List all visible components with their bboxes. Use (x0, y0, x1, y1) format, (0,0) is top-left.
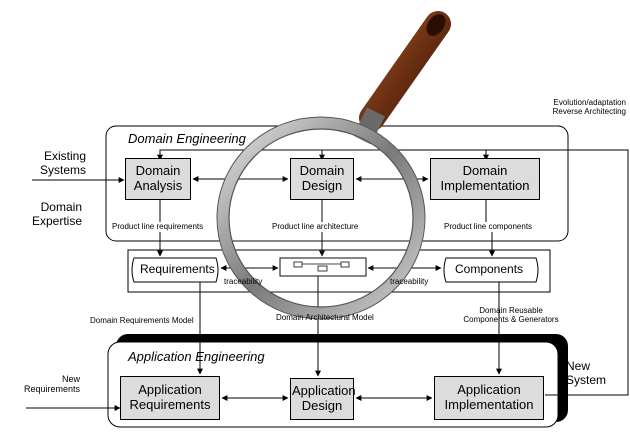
requirements-label: Requirements (140, 262, 215, 276)
new-requirements-label: New Requirements (23, 374, 80, 395)
evolution-loop-line (483, 149, 629, 396)
evolution-line1: Evolution/adaptation (553, 98, 627, 107)
traceability-right-label: traceability (390, 277, 429, 286)
application-implementation-label: Application Implementation (444, 382, 534, 412)
caption-product-line-requirements: Product line requirements (112, 222, 204, 231)
feedback-line-to-analysis (157, 149, 322, 161)
domain-implementation-label: Domain Implementation (440, 163, 530, 193)
application-implementation-box: Application Implementation (434, 376, 544, 420)
application-requirements-box: Application Requirements (120, 376, 220, 420)
components-label: Components (455, 262, 524, 276)
requirements-scroll (131, 257, 219, 283)
traceability-left-label: traceability (224, 277, 263, 286)
architecture-icon-left (293, 261, 303, 268)
traceability-band-frame (127, 249, 551, 293)
application-requirements-label: Application Requirements (129, 382, 211, 412)
caption-product-line-architecture: Product line architecture (272, 222, 359, 231)
domain-design-box: Domain Design (290, 158, 354, 200)
domain-expertise-label: Domain Expertise (31, 200, 82, 228)
magnifier-icon (216, 11, 451, 320)
domain-requirements-model-label: Domain Requirements Model (90, 316, 194, 325)
new-system-label: New System (566, 359, 607, 387)
application-design-box: Application Design (290, 378, 356, 420)
domain-architectural-model-label: Domain Architectural Model (276, 313, 374, 322)
domain-design-label: Domain Design (299, 163, 345, 193)
domain-analysis-box: Domain Analysis (125, 158, 191, 200)
architecture-icon-mid (317, 265, 328, 272)
domain-engineering-title: Domain Engineering (128, 131, 246, 146)
components-scroll (443, 257, 539, 283)
domain-implementation-box: Domain Implementation (430, 158, 540, 200)
application-engineering-title: Application Engineering (128, 349, 265, 364)
domain-reusable-line2: Components & Generators (463, 315, 559, 325)
architecture-icon-right (340, 261, 350, 268)
application-design-label: Application Design (292, 383, 356, 413)
domain-reusable-line1: Domain Reusable (479, 306, 543, 315)
existing-systems-label: Existing Systems (39, 149, 86, 177)
caption-product-line-components: Product line components (444, 222, 533, 231)
evolution-line2: Reverse Architecting (552, 107, 626, 117)
domain-reusable-label: Domain Reusable Components & Generators (452, 306, 570, 324)
domain-analysis-label: Domain Analysis (133, 163, 183, 193)
evolution-label: Evolution/adaptation Reverse Architectin… (508, 98, 626, 116)
